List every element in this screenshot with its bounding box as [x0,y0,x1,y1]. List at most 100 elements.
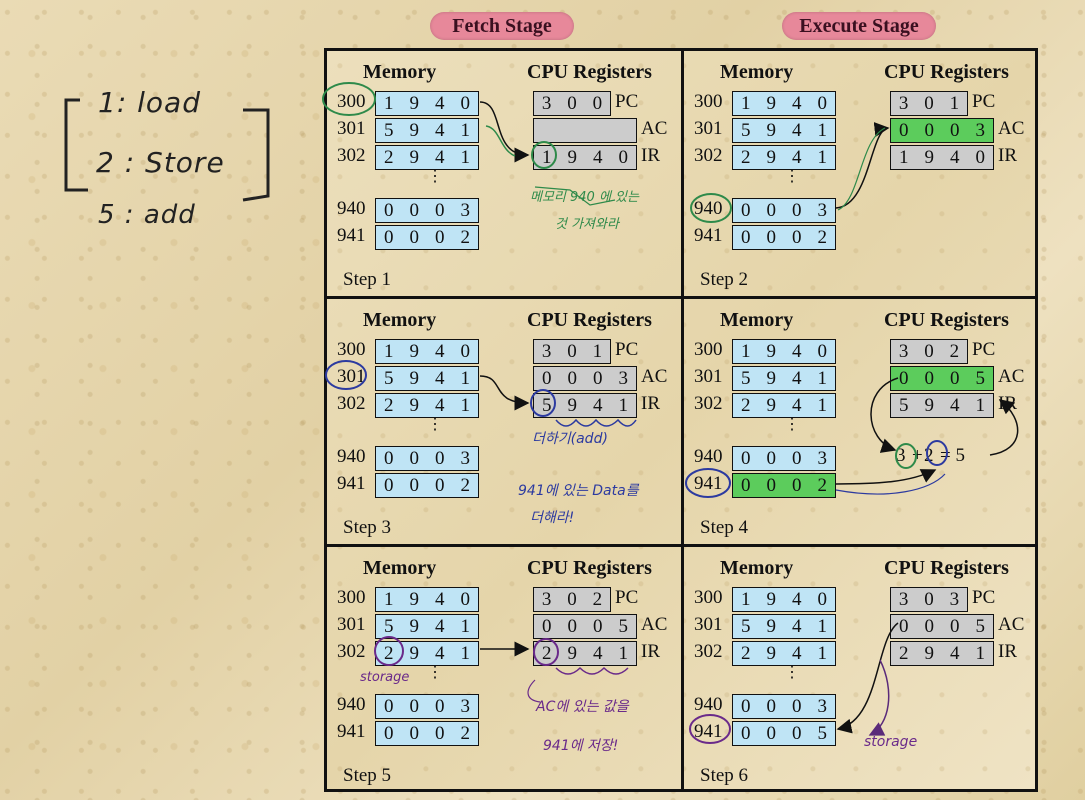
memory-digit: 5 [741,616,751,637]
ir-label: IR [641,393,660,414]
memory-digit: 9 [409,589,420,610]
memory-digit: 2 [460,227,471,248]
step-label: Step 4 [700,517,749,538]
memory-digit: 1 [460,616,471,637]
pc-digit: 0 [567,341,577,362]
memory-address: 302 [337,145,366,166]
ac-digit: 0 [924,120,935,141]
memory-digit: 9 [409,616,420,637]
step-label: Step 3 [343,517,392,538]
cpu-registers-header: CPU Registers [884,61,1009,83]
memory-digit: 0 [817,93,828,114]
ir-digit: 2 [542,643,552,664]
ir-label: IR [998,145,1017,166]
memory-address: 940 [337,446,366,467]
ac-label: AC [641,366,668,387]
memory-ellipsis: ⋮ [784,416,800,433]
equation-part: + [912,445,923,466]
memory-digit: 4 [792,120,802,141]
pc-label: PC [972,339,996,360]
memory-address: 941 [337,473,366,494]
execute-stage-label: Execute Stage [782,12,936,40]
ir-digit: 4 [593,395,603,416]
ac-digit: 0 [950,616,960,637]
memory-ellipsis: ⋮ [427,416,443,433]
ir-digit: 4 [950,395,960,416]
memory-address: 940 [337,198,366,219]
memory-digit: 0 [409,723,420,744]
memory-ellipsis: ⋮ [427,664,443,681]
pc-digit: 2 [592,589,603,610]
legend-add: 5 : add [98,200,196,230]
ac-digit: 0 [899,368,909,389]
memory-address: 941 [694,225,723,246]
ir-digit: 4 [593,643,603,664]
ir-label: IR [641,641,660,662]
ir-digit: 9 [567,643,578,664]
ir-digit: 4 [950,147,960,168]
ir-digit: 9 [567,147,578,168]
ac-digit: 0 [567,368,578,389]
step-label: Step 6 [700,765,749,786]
memory-digit: 0 [741,475,751,496]
memory-address: 301 [337,614,366,635]
memory-digit: 0 [792,200,802,221]
ir-digit: 1 [975,643,986,664]
memory-digit: 4 [792,368,802,389]
memory-digit: 2 [817,475,828,496]
handwritten-note: storage [864,734,918,750]
memory-header: Memory [720,557,794,579]
step-label: Step 2 [700,269,749,290]
memory-digit: 5 [817,723,828,744]
memory-digit: 9 [409,93,420,114]
memory-digit: 0 [384,448,394,469]
memory-digit: 1 [817,147,828,168]
ac-label: AC [998,118,1025,139]
memory-address: 941 [337,721,366,742]
memory-address: 301 [694,614,723,635]
ir-digit: 9 [924,395,935,416]
memory-digit: 1 [384,341,394,362]
ac-digit: 0 [567,616,578,637]
memory-address: 302 [694,393,723,414]
memory-digit: 9 [766,616,777,637]
memory-digit: 0 [792,475,802,496]
ir-label: IR [998,393,1017,414]
memory-digit: 4 [435,147,445,168]
memory-digit: 0 [409,696,420,717]
memory-digit: 4 [792,147,802,168]
cpu-registers-header: CPU Registers [884,557,1009,579]
memory-digit: 3 [460,200,471,221]
pc-label: PC [615,339,639,360]
memory-digit: 9 [409,147,420,168]
legend-load: 1: load [98,86,201,119]
ac-register [533,118,637,143]
opcode-legend: 1: load 2 : Store 5 : add [58,78,273,230]
memory-digit: 1 [817,368,828,389]
ir-digit: 9 [924,147,935,168]
memory-address: 302 [694,641,723,662]
memory-digit: 1 [384,93,394,114]
memory-digit: 0 [435,696,445,717]
ac-digit: 3 [975,120,986,141]
cpu-registers-header: CPU Registers [527,61,652,83]
memory-address: 300 [337,91,366,112]
